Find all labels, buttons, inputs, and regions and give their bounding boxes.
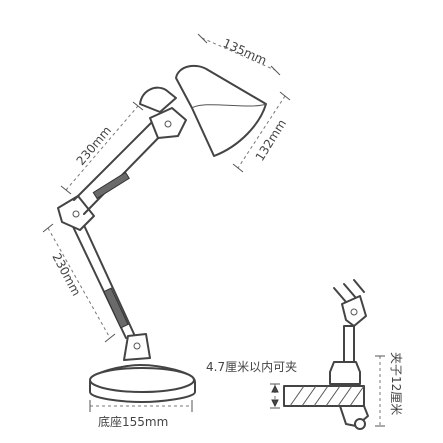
label-upper-arm: 230mm bbox=[74, 123, 114, 167]
label-base: 底座155mm bbox=[98, 414, 168, 429]
label-shade-width: 135mm bbox=[221, 36, 269, 68]
desk-lamp bbox=[57, 64, 267, 403]
label-shade-height: 132mm bbox=[253, 117, 289, 164]
dim-upper-arm: 230mm bbox=[60, 101, 144, 195]
base-joint-pivot bbox=[133, 342, 141, 350]
elbow-joint bbox=[57, 195, 95, 231]
elbow-pivot bbox=[72, 210, 80, 218]
clamp-upper-jaw bbox=[329, 361, 361, 385]
lamp-neck bbox=[139, 86, 177, 113]
head-pivot bbox=[164, 120, 172, 128]
desk-edge bbox=[283, 385, 365, 407]
lower-arm-spring bbox=[103, 287, 129, 329]
clamp-arm-joint bbox=[341, 295, 367, 327]
dim-base: 底座155mm bbox=[89, 400, 193, 429]
dim-shade-width: 135mm bbox=[197, 33, 281, 76]
desk-hatching bbox=[289, 385, 365, 407]
lamp-shade-rim bbox=[191, 103, 267, 109]
head-joint bbox=[149, 107, 187, 139]
clamp-detail: 4.7厘米以内可夹 夹子12厘米 bbox=[206, 279, 403, 430]
label-clamp-size: 夹子12厘米 bbox=[389, 352, 403, 415]
lower-arm bbox=[66, 209, 135, 339]
clamp-screw bbox=[354, 418, 366, 430]
dim-lower-arm: 230mm bbox=[42, 223, 116, 343]
label-lower-arm: 230mm bbox=[49, 251, 83, 298]
lamp-shade bbox=[175, 64, 267, 157]
upper-arm bbox=[73, 121, 167, 215]
upper-arm-spring bbox=[92, 171, 130, 200]
label-clamp-capacity: 4.7厘米以内可夹 bbox=[206, 360, 297, 374]
lamp-base-top bbox=[89, 367, 195, 393]
base-joint bbox=[123, 333, 151, 361]
clamp-post bbox=[343, 325, 355, 363]
